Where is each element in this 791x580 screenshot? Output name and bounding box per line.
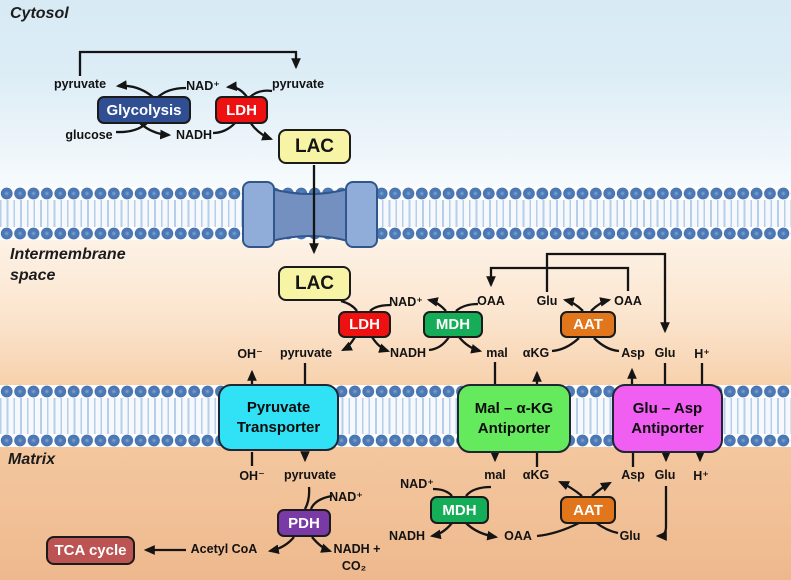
cytosol-region — [0, 0, 791, 187]
metabolite-oaa-ims-left: OAA — [477, 294, 505, 308]
metabolite-nad-matrix-mdh: NAD⁺ — [400, 477, 434, 491]
ldh-ims-box: LDH — [338, 311, 391, 338]
metabolite-asp-matrix: Asp — [621, 468, 645, 482]
intermembrane-title-line1: Intermembrane — [10, 246, 126, 263]
metabolite-oh-matrix: OH⁻ — [239, 469, 265, 483]
metabolite-nadh-plus: NADH + — [333, 542, 381, 556]
lipid-heads-row — [0, 187, 791, 200]
tca-cycle-box: TCA cycle — [46, 536, 135, 565]
metabolite-oaa-ims-right: OAA — [614, 294, 642, 308]
metabolite-oh-ims: OH⁻ — [237, 347, 263, 361]
lipid-tails-band — [0, 200, 791, 227]
metabolite-glu-matrix-upper: Glu — [654, 468, 676, 482]
metabolite-nad-matrix-pdh: NAD⁺ — [329, 490, 363, 504]
aat-ims-box: AAT — [560, 311, 616, 338]
metabolite-co2: CO₂ — [341, 559, 367, 573]
intermembrane-space-title: Intermembrane space — [10, 244, 126, 286]
metabolite-akg-ims: αKG — [522, 346, 550, 360]
lac-ims-box: LAC — [278, 266, 351, 301]
metabolite-nadh-matrix-mdh: NADH — [388, 529, 426, 543]
outer-membrane — [0, 187, 791, 240]
mdh-matrix-box: MDH — [430, 496, 489, 524]
pdh-box: PDH — [277, 509, 331, 537]
lac-cytosol-box: LAC — [278, 129, 351, 164]
glu-asp-antiporter-label-line1: Glu – Asp — [632, 400, 703, 417]
metabolite-mal-matrix: mal — [484, 468, 506, 482]
mdh-ims-box: MDH — [423, 311, 483, 338]
metabolite-asp-ims: Asp — [621, 346, 645, 360]
lipid-heads-row — [0, 385, 791, 398]
metabolite-acetyl-coa: Acetyl CoA — [190, 542, 258, 556]
metabolite-mal-ims: mal — [486, 346, 508, 360]
aat-matrix-box: AAT — [560, 496, 616, 524]
mal-akg-antiporter-label-line2: Antiporter — [477, 419, 551, 437]
metabolite-glu-ims-bottom: Glu — [654, 346, 676, 360]
metabolite-nadh-cytosol: NADH — [175, 128, 213, 142]
pyruvate-transporter-label-line2: Transporter — [236, 418, 321, 436]
matrix-title: Matrix — [8, 451, 56, 468]
glu-asp-antiporter-label-line2: Antiporter — [631, 419, 704, 437]
metabolite-h-ims: H⁺ — [694, 347, 710, 361]
metabolite-nad-ims: NAD⁺ — [389, 295, 423, 309]
glycolysis-box: Glycolysis — [97, 96, 191, 124]
pyruvate-transporter-label-line1: Pyruvate — [246, 399, 311, 416]
metabolite-nadh-ims: NADH — [389, 346, 427, 360]
cytosol-title: Cytosol — [10, 5, 69, 22]
lipid-heads-row — [0, 434, 791, 447]
metabolite-glucose: glucose — [65, 128, 113, 142]
intermembrane-title-line2: space — [10, 267, 56, 284]
glu-asp-antiporter-box: Glu – Asp Antiporter — [612, 384, 723, 453]
pyruvate-transporter-box: Pyruvate Transporter — [218, 384, 339, 451]
metabolite-akg-matrix: αKG — [522, 468, 550, 482]
lipid-heads-row — [0, 227, 791, 240]
metabolite-nad-cytosol: NAD⁺ — [186, 79, 220, 93]
metabolite-pyruvate-ims: pyruvate — [279, 346, 333, 360]
metabolite-pyruvate-cytosol-right: pyruvate — [271, 77, 325, 91]
metabolite-h-matrix: H⁺ — [693, 469, 709, 483]
metabolite-pyruvate-cytosol-left: pyruvate — [53, 77, 107, 91]
metabolite-glu-ims-top: Glu — [536, 294, 558, 308]
ldh-cytosol-box: LDH — [215, 96, 268, 124]
metabolite-pyruvate-matrix: pyruvate — [283, 468, 337, 482]
mal-akg-antiporter-box: Mal – α-KG Antiporter — [457, 384, 571, 453]
mal-akg-antiporter-label-line1: Mal – α-KG — [474, 400, 554, 417]
metabolite-glu-matrix-lower: Glu — [619, 529, 641, 543]
metabolite-oaa-matrix: OAA — [504, 529, 532, 543]
